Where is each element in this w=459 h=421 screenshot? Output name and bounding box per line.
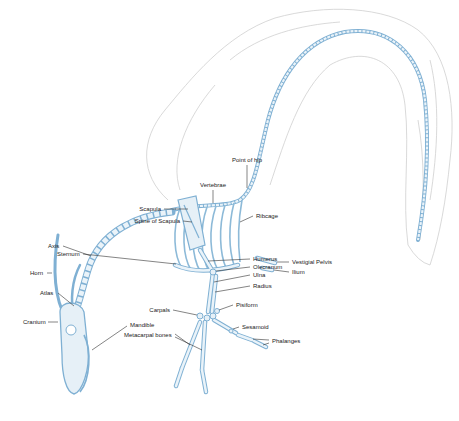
leader-line <box>58 293 74 306</box>
part-label: Pisiform <box>236 302 258 309</box>
leader-line <box>216 267 250 271</box>
part-label: Ilium <box>292 269 305 276</box>
scapula <box>178 196 205 250</box>
leader-line <box>263 343 269 345</box>
neck-segments <box>76 212 172 310</box>
body-outline <box>147 9 452 265</box>
part-label: Horn <box>30 270 43 277</box>
skull <box>60 303 88 394</box>
leader-line <box>219 305 233 310</box>
part-label: Mandible <box>130 322 154 329</box>
leader-line <box>240 216 253 222</box>
mane-outline <box>147 9 452 265</box>
rib <box>175 208 182 268</box>
spine <box>172 31 427 240</box>
part-label: Olecranum <box>253 264 282 271</box>
carpal <box>210 313 216 319</box>
part-label: Vestigial Pelvis <box>292 259 332 266</box>
part-label: Atlas <box>40 290 53 297</box>
scapula-spine <box>184 205 199 238</box>
part-label: Point of hip <box>232 157 262 164</box>
carpal <box>204 315 210 321</box>
rib <box>230 203 234 265</box>
part-label: Ulna <box>253 272 265 279</box>
spine-segments <box>172 31 427 240</box>
carpal <box>197 313 203 319</box>
fur-stroke <box>430 60 437 200</box>
leader-line <box>213 190 214 203</box>
part-label: Axis <box>48 243 59 250</box>
fur-stroke <box>177 85 215 190</box>
part-label: Cranium <box>23 319 46 326</box>
rib <box>221 205 226 268</box>
leader-line <box>247 165 248 188</box>
mandible <box>80 335 89 392</box>
limb-bones-fill <box>175 250 275 392</box>
rib <box>239 200 242 262</box>
leader-line <box>92 326 127 350</box>
leader-line <box>164 209 188 210</box>
leader-line <box>47 273 52 274</box>
leader-line <box>277 262 289 263</box>
part-label: Humerus <box>253 256 277 263</box>
part-label: Spine of Scapula <box>135 218 180 225</box>
leader-line <box>183 221 192 222</box>
inner-outline <box>270 56 430 265</box>
eye-socket <box>66 325 76 335</box>
leader-line <box>173 310 197 315</box>
part-label: Carpals <box>149 307 170 314</box>
part-label: Radius <box>253 283 272 290</box>
leader-line <box>215 286 250 292</box>
pisiform <box>215 309 220 314</box>
part-label: Metacarpal bones <box>124 332 172 339</box>
leader-line <box>48 322 58 323</box>
leader-line <box>274 270 289 272</box>
limb-bones <box>175 250 275 392</box>
part-label: Scapula <box>139 206 161 213</box>
leader-line <box>253 339 269 340</box>
small-bones <box>197 269 233 333</box>
leader-line <box>214 275 250 282</box>
part-label: Vertebrae <box>200 182 226 189</box>
part-label: Phalanges <box>272 338 300 345</box>
neck-vertebrae <box>76 212 172 310</box>
leader-lines <box>47 165 289 350</box>
part-label: Sesamoid <box>242 324 269 331</box>
olecranon <box>210 269 216 275</box>
leader-line <box>83 254 176 264</box>
sesamoid <box>229 329 233 333</box>
part-label: Sternum <box>57 251 80 258</box>
leader-line <box>175 337 202 350</box>
leader-line <box>233 327 239 329</box>
part-label: Ribcage <box>256 213 278 220</box>
leader-line <box>208 259 250 261</box>
